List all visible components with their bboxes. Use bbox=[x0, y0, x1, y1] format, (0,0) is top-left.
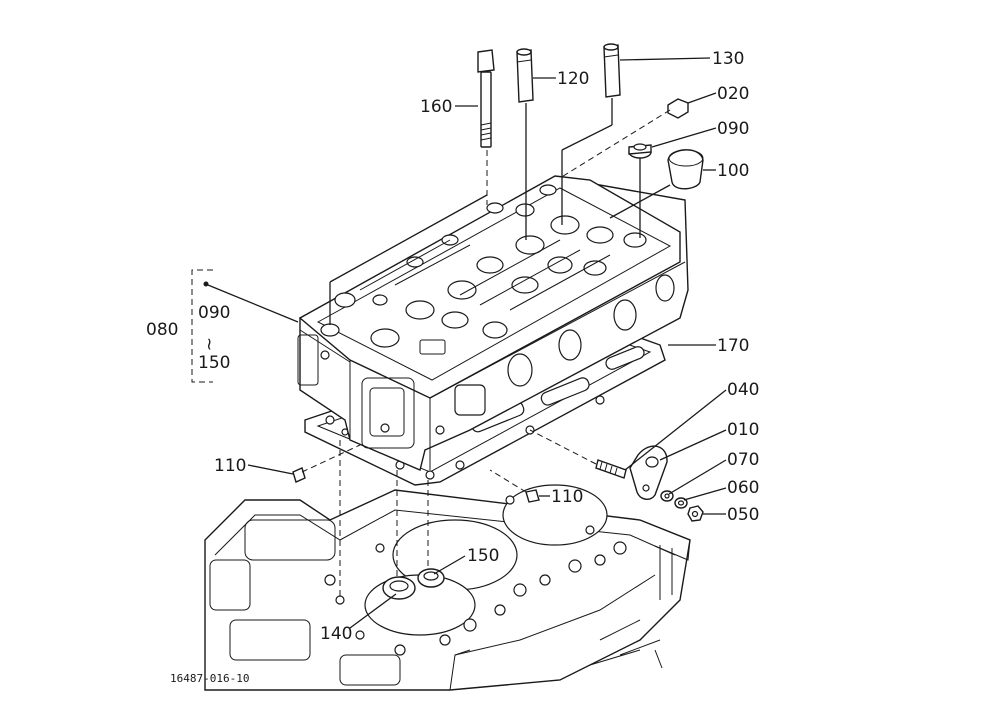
valve-guide-120 bbox=[516, 48, 534, 103]
engine-hook-010 bbox=[629, 445, 668, 500]
label-090-group: 090 bbox=[198, 303, 230, 323]
label-150-bottom: 150 bbox=[467, 546, 499, 566]
label-110-left: 110 bbox=[214, 456, 246, 476]
seal-150 bbox=[417, 568, 445, 588]
label-080: 080 bbox=[146, 320, 178, 340]
label-060: 060 bbox=[727, 478, 759, 498]
label-020: 020 bbox=[717, 84, 749, 104]
label-110-right: 110 bbox=[551, 487, 583, 507]
label-150-group: 150 bbox=[198, 353, 230, 373]
label-090-top: 090 bbox=[717, 119, 749, 139]
valve-guide-130 bbox=[603, 43, 621, 98]
cylinder-head bbox=[297, 175, 689, 471]
label-010: 010 bbox=[727, 420, 759, 440]
part-labels: 130 120 160 020 090 100 170 040 010 070 … bbox=[146, 49, 759, 685]
plug-110-left bbox=[292, 467, 306, 483]
label-050: 050 bbox=[727, 505, 759, 525]
plug-110-right bbox=[525, 489, 540, 503]
spring-washer-060 bbox=[674, 497, 688, 509]
stud-bolt-040 bbox=[595, 459, 627, 479]
plug-020 bbox=[667, 98, 689, 119]
label-100: 100 bbox=[717, 161, 749, 181]
seal-090 bbox=[628, 143, 652, 159]
label-130: 130 bbox=[712, 49, 744, 69]
label-tilde: ~ bbox=[199, 337, 219, 351]
plug-100 bbox=[667, 149, 704, 190]
seal-140 bbox=[382, 576, 416, 600]
head-bolt-160 bbox=[477, 49, 495, 148]
group-bracket-080 bbox=[191, 269, 213, 383]
drawing-number: 16487-016-10 bbox=[170, 672, 249, 685]
label-120: 120 bbox=[557, 69, 589, 89]
label-160: 160 bbox=[420, 97, 452, 117]
label-170: 170 bbox=[717, 336, 749, 356]
nut-050 bbox=[687, 505, 704, 522]
label-070: 070 bbox=[727, 450, 759, 470]
leader-lines bbox=[203, 57, 727, 629]
cylinder-block bbox=[204, 484, 691, 691]
label-140: 140 bbox=[320, 624, 352, 644]
label-040: 040 bbox=[727, 380, 759, 400]
